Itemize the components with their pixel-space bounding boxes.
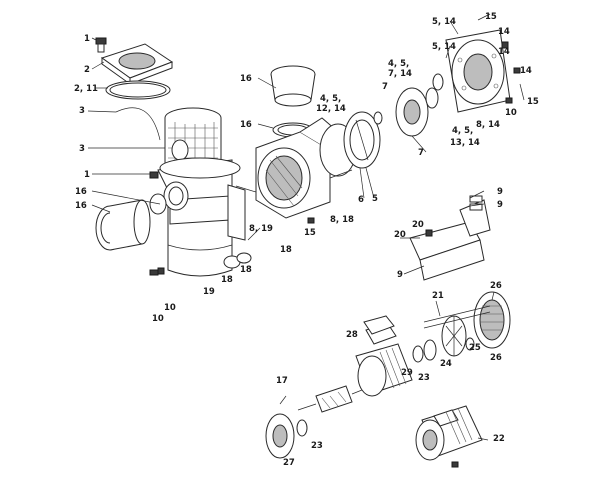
- part-number-label: 7: [382, 82, 388, 92]
- strainer-clip-part: [115, 107, 161, 141]
- fan-part: [441, 315, 475, 357]
- part-number-label: 10: [152, 314, 164, 324]
- lid-knob-part: [95, 37, 107, 53]
- tie-rod-part: [423, 305, 491, 329]
- seal-plate-part: [432, 29, 511, 113]
- part-number-label: 19: [203, 287, 215, 297]
- part-number-label: 16: [240, 120, 252, 130]
- part-number-label: 15: [304, 228, 316, 238]
- part-number-label: 16: [240, 74, 252, 84]
- part-number-label: 26: [490, 353, 502, 363]
- lid-o-ring-part: [105, 80, 171, 100]
- part-number-label: 17: [276, 376, 288, 386]
- part-number-label: 28: [346, 330, 358, 340]
- impeller-part: [395, 87, 439, 137]
- part-number-label: 1: [84, 34, 90, 44]
- part-number-label: 8, 18: [330, 215, 354, 225]
- part-number-label: 9: [497, 187, 503, 197]
- part-number-label: 29: [401, 368, 413, 378]
- part-number-label: 8, 19: [249, 224, 273, 234]
- part-number-label: 15: [527, 97, 539, 107]
- motor-assembly-part: [415, 405, 483, 468]
- bolt-part: [235, 169, 353, 224]
- motor-end-shield-part: [265, 395, 308, 459]
- part-number-label: 4, 5,: [388, 59, 409, 69]
- part-number-label: 18: [240, 265, 252, 275]
- part-number-label: 3: [79, 106, 85, 116]
- volute-housing-part: [255, 117, 337, 219]
- pump-body-part: [157, 157, 246, 277]
- part-number-label: 12, 14: [316, 104, 346, 114]
- part-number-label: 14: [498, 27, 510, 37]
- part-number-label: 4, 5,: [320, 94, 341, 104]
- part-number-label: 20: [394, 230, 406, 240]
- part-number-label: 18: [280, 245, 292, 255]
- motor-rotor-part: [297, 385, 363, 413]
- part-number-label: 9: [397, 270, 403, 280]
- part-number-label: 15: [485, 12, 497, 22]
- part-number-label: 5, 14: [432, 17, 456, 27]
- part-number-label: 7: [418, 148, 424, 158]
- part-number-label: 16: [75, 187, 87, 197]
- part-number-label: 21: [432, 291, 444, 301]
- part-number-label: 27: [283, 458, 295, 468]
- spacer-part: [223, 252, 252, 269]
- leader-lines: [87, 20, 495, 441]
- part-number-label: 9: [497, 200, 503, 210]
- part-number-label: 10: [505, 108, 517, 118]
- part-number-label: 23: [311, 441, 323, 451]
- motor-foot-part: [400, 195, 491, 281]
- motor-stator-part: [355, 315, 437, 397]
- part-number-label: 23: [418, 373, 430, 383]
- diffuser-part: [343, 111, 383, 169]
- part-number-label: 4, 5,: [452, 126, 473, 136]
- part-number-label: 13, 14: [450, 138, 480, 148]
- part-number-label: 2: [84, 65, 90, 75]
- part-number-label: 22: [493, 434, 505, 444]
- part-number-label: 7, 14: [388, 69, 412, 79]
- part-number-label: 5, 14: [432, 42, 456, 52]
- part-number-label: 18: [221, 275, 233, 285]
- drain-plug-part: [149, 171, 165, 276]
- part-number-label: 20: [412, 220, 424, 230]
- part-number-label: 5: [372, 194, 378, 204]
- union-nut-part: [95, 193, 167, 251]
- part-number-label: 16: [75, 201, 87, 211]
- part-number-label: 24: [440, 359, 452, 369]
- part-number-label: 3: [79, 144, 85, 154]
- part-number-label: 2, 11: [74, 84, 98, 94]
- part-number-label: 8, 14: [476, 120, 500, 130]
- part-number-label: 26: [490, 281, 502, 291]
- fan-cover-part: [473, 291, 511, 349]
- part-number-label: 14: [498, 47, 510, 57]
- seal-plate-bolts-part: [477, 13, 525, 104]
- strainer-lid-part: [100, 43, 174, 85]
- part-number-label: 10: [164, 303, 176, 313]
- part-number-label: 14: [520, 66, 532, 76]
- part-number-label: 1: [84, 170, 90, 180]
- part-number-label: 25: [469, 343, 481, 353]
- part-number-label: 6: [358, 195, 364, 205]
